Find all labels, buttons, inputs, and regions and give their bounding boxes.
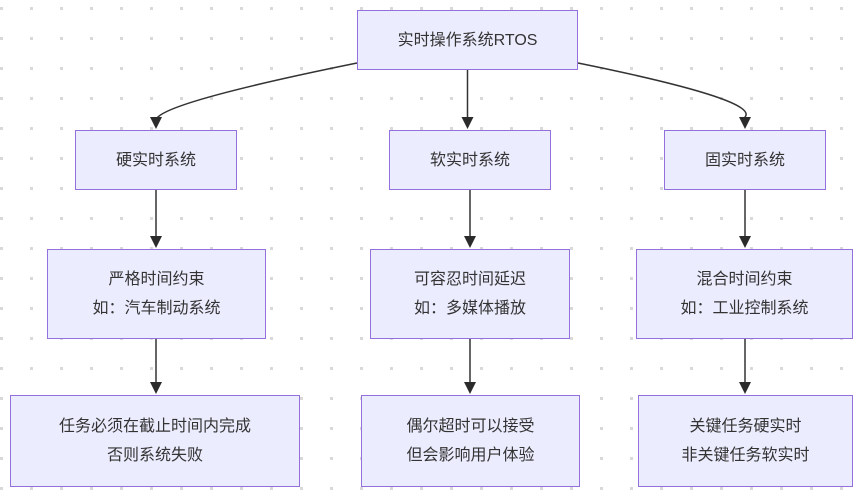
- edge-hard-harddesc-arrowhead: [150, 236, 162, 248]
- node-hard-description: 严格时间约束 如：汽车制动系统: [47, 249, 266, 339]
- node-firm-description: 混合时间约束 如：工业控制系统: [636, 249, 853, 339]
- node-soft-description-line2: 如：多媒体播放: [413, 300, 526, 317]
- node-firm-outcome-line1: 关键任务硬实时: [689, 418, 802, 435]
- node-hard-outcome-line2: 否则系统失败: [106, 447, 203, 464]
- node-firm-outcome: 关键任务硬实时 非关键任务软实时: [638, 395, 853, 487]
- node-firm-description-line2: 如：工业控制系统: [680, 300, 809, 317]
- edge-soft-softdesc-arrowhead: [464, 236, 476, 248]
- node-root-label: 实时操作系统RTOS: [397, 31, 538, 49]
- node-soft-realtime: 软实时系统: [389, 130, 551, 190]
- node-hard-realtime: 硬实时系统: [75, 130, 237, 190]
- node-firm-outcome-line2: 非关键任务软实时: [681, 447, 810, 464]
- node-hard-outcome-line1: 任务必须在截止时间内完成: [58, 418, 251, 435]
- edge-root-firm-arrowhead: [739, 117, 751, 129]
- edge-root-soft-arrowhead: [461, 117, 474, 129]
- edge-root-hard-arrowhead: [150, 117, 162, 129]
- node-soft-outcome: 偶尔超时可以接受 但会影响用户体验: [361, 395, 580, 487]
- edge-harddesc-hardoutcome-arrowhead: [150, 382, 162, 394]
- node-hard-outcome: 任务必须在截止时间内完成 否则系统失败: [10, 395, 300, 487]
- edge-firmdesc-firmoutcome-arrowhead: [739, 382, 751, 394]
- node-hard-description-line1: 严格时间约束: [108, 271, 205, 288]
- node-hard-description-line2: 如：汽车制动系统: [92, 300, 221, 317]
- node-soft-description: 可容忍时间延迟 如：多媒体播放: [370, 249, 570, 339]
- node-soft-realtime-label: 软实时系统: [429, 151, 510, 169]
- edge-softdesc-softoutcome-arrowhead: [464, 382, 476, 394]
- node-firm-description-line1: 混合时间约束: [696, 271, 793, 288]
- node-firm-realtime-label: 固实时系统: [704, 151, 785, 169]
- node-soft-outcome-line2: 但会影响用户体验: [406, 447, 535, 464]
- node-firm-realtime: 固实时系统: [664, 130, 826, 190]
- edge-root-firm-line: [577, 62, 747, 119]
- node-soft-outcome-line1: 偶尔超时可以接受: [406, 418, 535, 435]
- edge-firm-firmdesc-arrowhead: [739, 236, 751, 248]
- node-soft-description-line1: 可容忍时间延迟: [413, 271, 526, 288]
- node-root: 实时操作系统RTOS: [357, 10, 578, 70]
- edge-root-hard-line: [156, 62, 358, 119]
- node-hard-realtime-label: 硬实时系统: [115, 151, 196, 169]
